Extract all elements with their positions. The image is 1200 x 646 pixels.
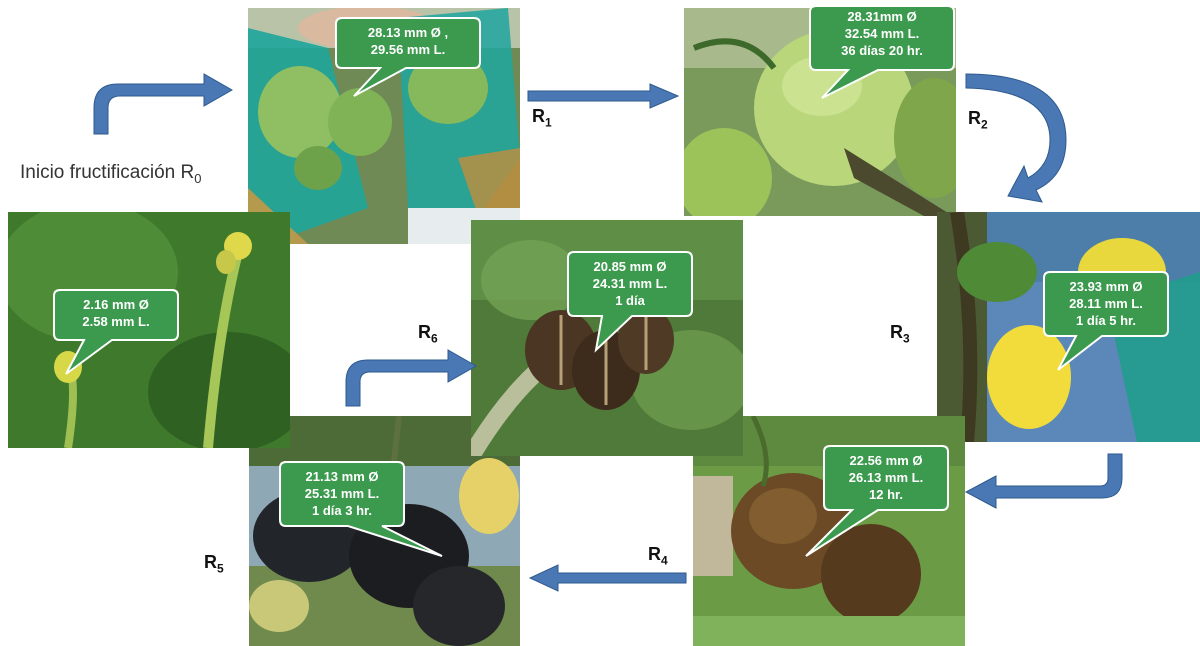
callout-flower: 2.16 mm Ø 2.58 mm L. bbox=[52, 288, 180, 340]
callout-r3-line-2: 26.13 mm L. bbox=[822, 469, 950, 486]
arrow-bent-r6 bbox=[342, 348, 478, 408]
callout-r5-line-3: 1 día bbox=[566, 292, 694, 309]
callout-r1-line-2: 32.54 mm L. bbox=[808, 25, 956, 42]
callout-r5: 20.85 mm Ø 24.31 mm L. 1 día bbox=[566, 250, 694, 316]
callout-r2-line-2: 28.11 mm L. bbox=[1042, 295, 1170, 312]
callout-r5-line-1: 20.85 mm Ø bbox=[566, 258, 694, 275]
callout-r4-line-1: 21.13 mm Ø bbox=[278, 468, 406, 485]
callout-r3-line-3: 12 hr. bbox=[822, 486, 950, 503]
stage-label-r6: R6 bbox=[418, 322, 438, 346]
start-label: Inicio fructificación R0 bbox=[20, 162, 201, 186]
callout-r1-line-1: 28.31mm Ø bbox=[808, 8, 956, 25]
callout-flower-line-2: 2.58 mm L. bbox=[52, 313, 180, 330]
callout-r3-line-1: 22.56 mm Ø bbox=[822, 452, 950, 469]
stage-label-r2: R2 bbox=[968, 108, 988, 132]
callout-r1: 28.31mm Ø 32.54 mm L. 36 días 20 hr. bbox=[808, 4, 956, 70]
callout-r2: 23.93 mm Ø 28.11 mm L. 1 día 5 hr. bbox=[1042, 270, 1170, 336]
callout-r3: 22.56 mm Ø 26.13 mm L. 12 hr. bbox=[822, 444, 950, 510]
arrow-bent-r3 bbox=[962, 452, 1124, 514]
stage-label-r3: R3 bbox=[890, 322, 910, 346]
stage-label-r5: R5 bbox=[204, 552, 224, 576]
callout-r2-line-1: 23.93 mm Ø bbox=[1042, 278, 1170, 295]
start-bent-arrow bbox=[92, 72, 236, 136]
callout-r2-line-3: 1 día 5 hr. bbox=[1042, 312, 1170, 329]
callout-r4: 21.13 mm Ø 25.31 mm L. 1 día 3 hr. bbox=[278, 460, 406, 526]
callout-r0-line-1: 28.13 mm Ø , bbox=[334, 24, 482, 41]
callout-r4-line-2: 25.31 mm L. bbox=[278, 485, 406, 502]
arrow-curved-r2 bbox=[962, 66, 1082, 206]
callout-flower-line-1: 2.16 mm Ø bbox=[52, 296, 180, 313]
stage-label-r4: R4 bbox=[648, 544, 668, 568]
callout-r0-line-2: 29.56 mm L. bbox=[334, 41, 482, 58]
callout-r4-line-3: 1 día 3 hr. bbox=[278, 502, 406, 519]
callout-r1-line-3: 36 días 20 hr. bbox=[808, 42, 956, 59]
callout-r5-line-2: 24.31 mm L. bbox=[566, 275, 694, 292]
callout-r0: 28.13 mm Ø , 29.56 mm L. bbox=[334, 16, 482, 70]
stage-label-r1: R1 bbox=[532, 106, 552, 130]
